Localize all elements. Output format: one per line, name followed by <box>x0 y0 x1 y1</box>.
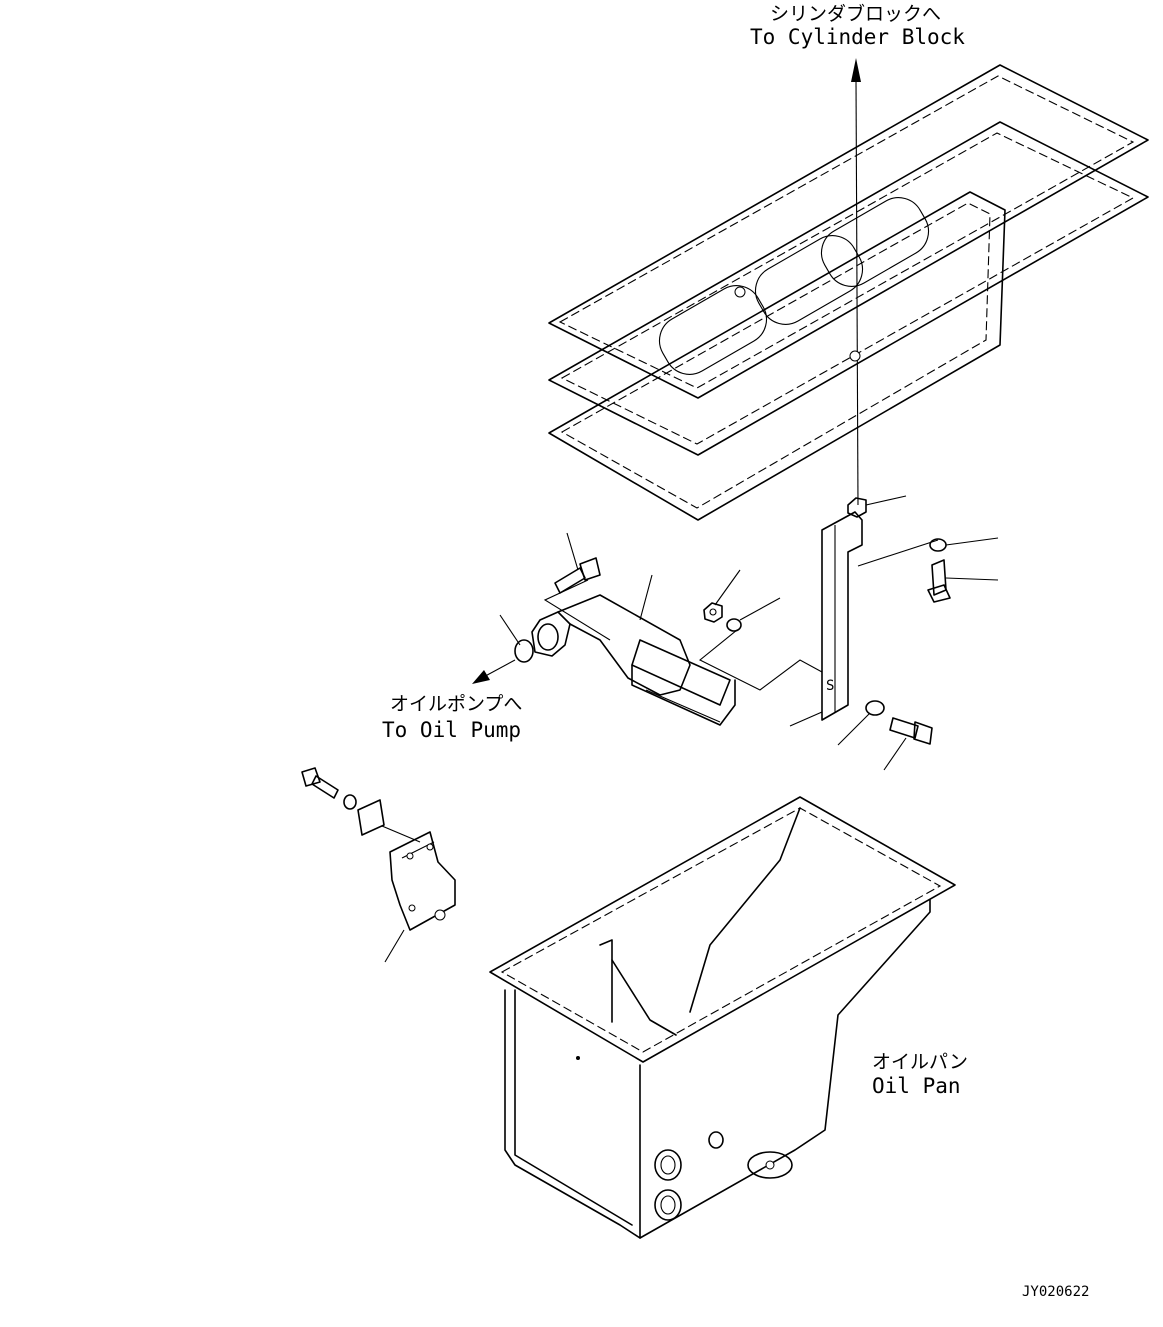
oil-pump-label-jp: オイルポンプへ <box>390 693 522 715</box>
cylinder-block-label-jp: シリンダブロックへ <box>770 2 941 25</box>
arrow-to-oil-pump <box>472 659 516 684</box>
oil-pan-label-en: Oil Pan <box>872 1074 961 1098</box>
gasket-plate-middle <box>548 121 1149 456</box>
leader-lines <box>384 495 999 963</box>
bracket-bolt-top <box>927 559 951 603</box>
drawing-id: JY020622 <box>1022 1284 1089 1300</box>
arrow-to-cylinder-block <box>851 58 861 506</box>
o-ring <box>514 639 534 663</box>
pipe-washer <box>726 618 742 632</box>
bracket-washer-bottom <box>865 700 885 716</box>
gasket-plate-top <box>548 64 1149 399</box>
mounting-bracket <box>389 831 456 931</box>
bracket-washer-top <box>929 538 947 552</box>
small-bracket-bolt <box>301 767 339 799</box>
oil-pump-label-en: To Oil Pump <box>382 718 521 742</box>
oil-pan <box>489 796 956 1239</box>
pipe-bolt <box>554 557 601 594</box>
cylinder-block-label-en: To Cylinder Block <box>750 25 965 49</box>
svg-text:S: S <box>826 678 834 694</box>
bracket-leader <box>381 825 421 843</box>
small-bracket-shim <box>357 799 385 836</box>
bracket-bolt-bottom <box>889 717 933 745</box>
bracket-nut <box>847 497 867 518</box>
gasket-plate-bottom <box>548 191 1006 521</box>
small-bracket-washer <box>343 794 357 810</box>
oil-pan-label-jp: オイルパン <box>872 1051 968 1073</box>
oil-suction-pipe <box>531 594 736 726</box>
pipe-nut <box>703 602 723 623</box>
support-bracket: S <box>821 511 863 721</box>
